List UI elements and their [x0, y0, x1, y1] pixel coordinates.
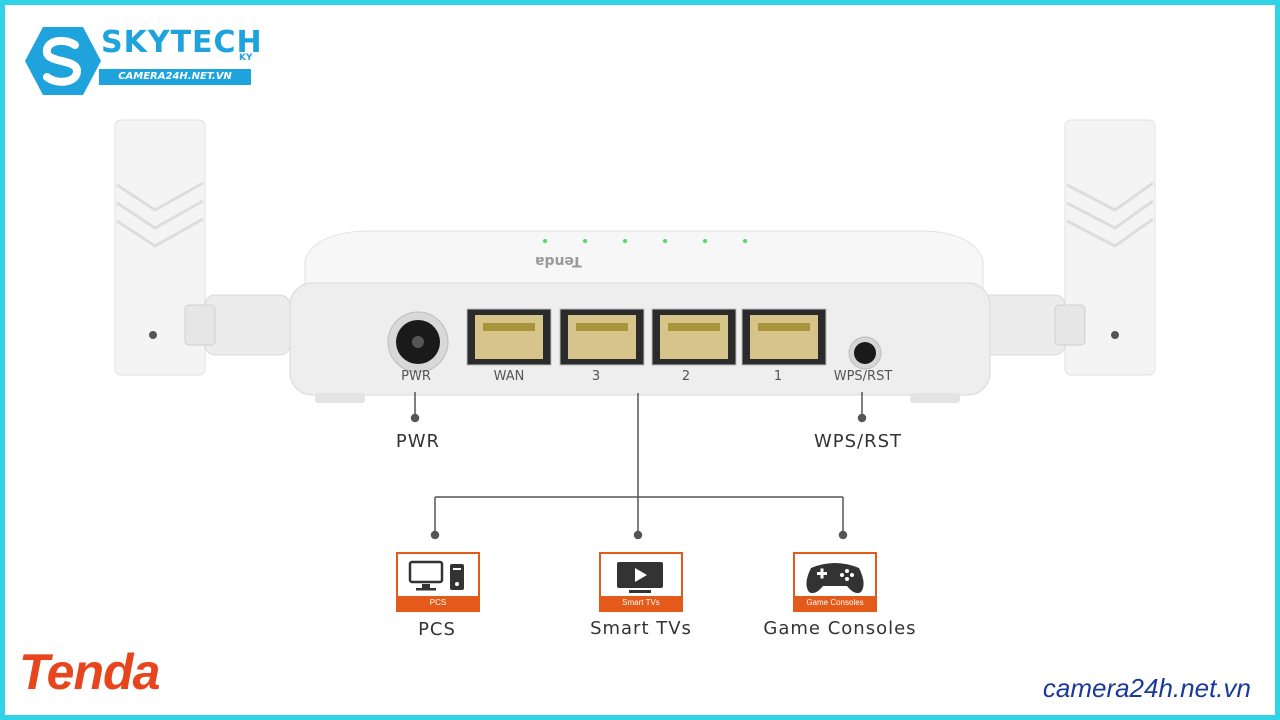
router-brand-mark: Tenda: [535, 253, 582, 269]
port-label-wps: WPS/RST: [833, 369, 893, 384]
router-illustration: [114, 119, 1156, 540]
logo-title: SKYTECH: [101, 25, 263, 60]
device-box-pcs: PCS: [396, 552, 480, 612]
left-antenna: [114, 119, 291, 376]
ethernet-port-3: [559, 308, 645, 366]
logo-url: CAMERA24H.NET.VN: [99, 69, 251, 85]
port-label-3: 3: [591, 369, 601, 384]
logo-sub: KY: [239, 53, 253, 63]
device-tag-console: Game Consoles: [795, 596, 875, 610]
skytech-emblem-icon: [25, 27, 101, 95]
pc-icon: [408, 560, 464, 591]
tenda-logo: Tenda: [19, 644, 160, 700]
router-body: [289, 230, 991, 403]
ethernet-port-1: [741, 308, 827, 366]
skytech-logo: SKYTECH KY CAMERA24H.NET.VN: [23, 23, 263, 99]
ethernet-port-2: [651, 308, 737, 366]
ethernet-port-wan: [466, 308, 552, 366]
callout-pwr: PWR: [395, 431, 441, 452]
device-box-console: Game Consoles: [793, 552, 877, 612]
port-label-1: 1: [773, 369, 783, 384]
port-label-pwr: PWR: [401, 369, 431, 384]
device-box-tv: Smart TVs: [599, 552, 683, 612]
device-label-pcs: PCS: [418, 619, 456, 640]
gamepad-icon: [806, 563, 864, 594]
connector-lines: [410, 392, 867, 540]
device-label-console: Game Consoles: [763, 618, 917, 639]
device-tag-tv: Smart TVs: [601, 596, 681, 610]
port-label-2: 2: [681, 369, 691, 384]
footer-url: camera24h.net.vn: [1042, 673, 1251, 703]
device-tag-pcs: PCS: [398, 596, 478, 610]
right-antenna: [979, 119, 1156, 376]
callout-wps: WPS/RST: [813, 431, 903, 452]
device-label-tv: Smart TVs: [590, 618, 692, 639]
port-label-wan: WAN: [493, 369, 525, 384]
tv-icon: [617, 562, 663, 593]
